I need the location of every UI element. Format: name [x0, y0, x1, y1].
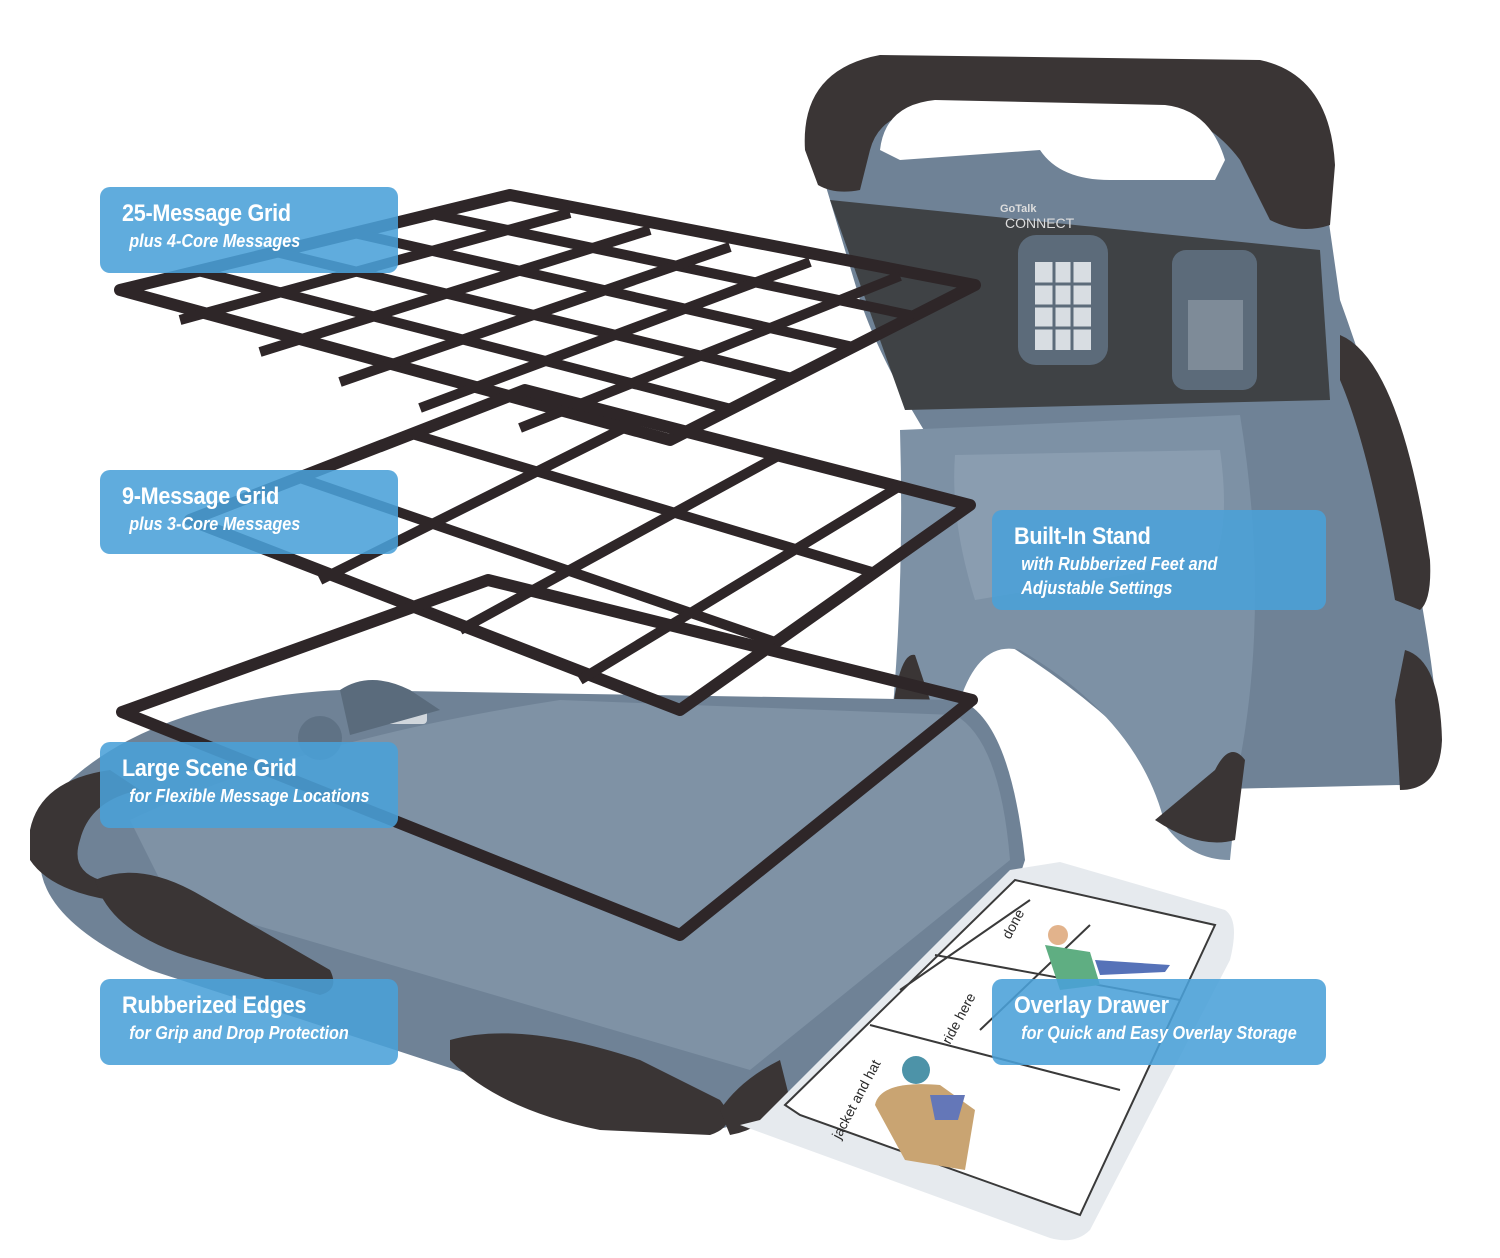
device-logo-line2: CONNECT: [1005, 215, 1075, 231]
callout-rubberized-edges: Rubberized Edges for Grip and Drop Prote…: [100, 979, 398, 1065]
callout-subtitle: plus 4-Core Messages: [129, 231, 301, 251]
callout-subtitle: for Flexible Message Locations: [129, 786, 370, 806]
callout-subtitle: for Grip and Drop Protection: [129, 1023, 349, 1043]
keypad-graphic: [1018, 235, 1257, 390]
callout-25-message-grid: 25-Message Grid plus 4-Core Messages: [100, 187, 398, 273]
device-logo-line1: GoTalk: [1000, 203, 1037, 215]
callout-subtitle: plus 3-Core Messages: [129, 514, 301, 534]
grid-layer-9-message: [184, 384, 976, 716]
card-jacket-picture: [875, 1056, 975, 1170]
callout-built-in-stand: Built-In Stand with Rubberized Feet and …: [992, 510, 1326, 610]
card-done-picture: [1045, 925, 1170, 990]
callout-title: Rubberized Edges: [122, 992, 307, 1019]
callout-title: Built-In Stand: [1014, 523, 1151, 550]
callout-title: 25-Message Grid: [122, 200, 291, 227]
callout-subtitle-line2: Adjustable Settings: [1021, 578, 1173, 598]
callout-subtitle-line1: with Rubberized Feet and: [1021, 554, 1218, 574]
callout-title: Large Scene Grid: [122, 755, 297, 782]
callout-title: Overlay Drawer: [1014, 992, 1169, 1019]
overlay-drawer: done ride here jacket and hat: [740, 862, 1234, 1241]
callout-subtitle: for Quick and Easy Overlay Storage: [1021, 1023, 1297, 1043]
callout-overlay-drawer: Overlay Drawer for Quick and Easy Overla…: [992, 979, 1326, 1065]
callout-title: 9-Message Grid: [122, 483, 280, 510]
grid-layer-large-scene: [116, 574, 978, 941]
callout-9-message-grid: 9-Message Grid plus 3-Core Messages: [100, 470, 398, 554]
callout-large-scene-grid: Large Scene Grid for Flexible Message Lo…: [100, 742, 398, 828]
